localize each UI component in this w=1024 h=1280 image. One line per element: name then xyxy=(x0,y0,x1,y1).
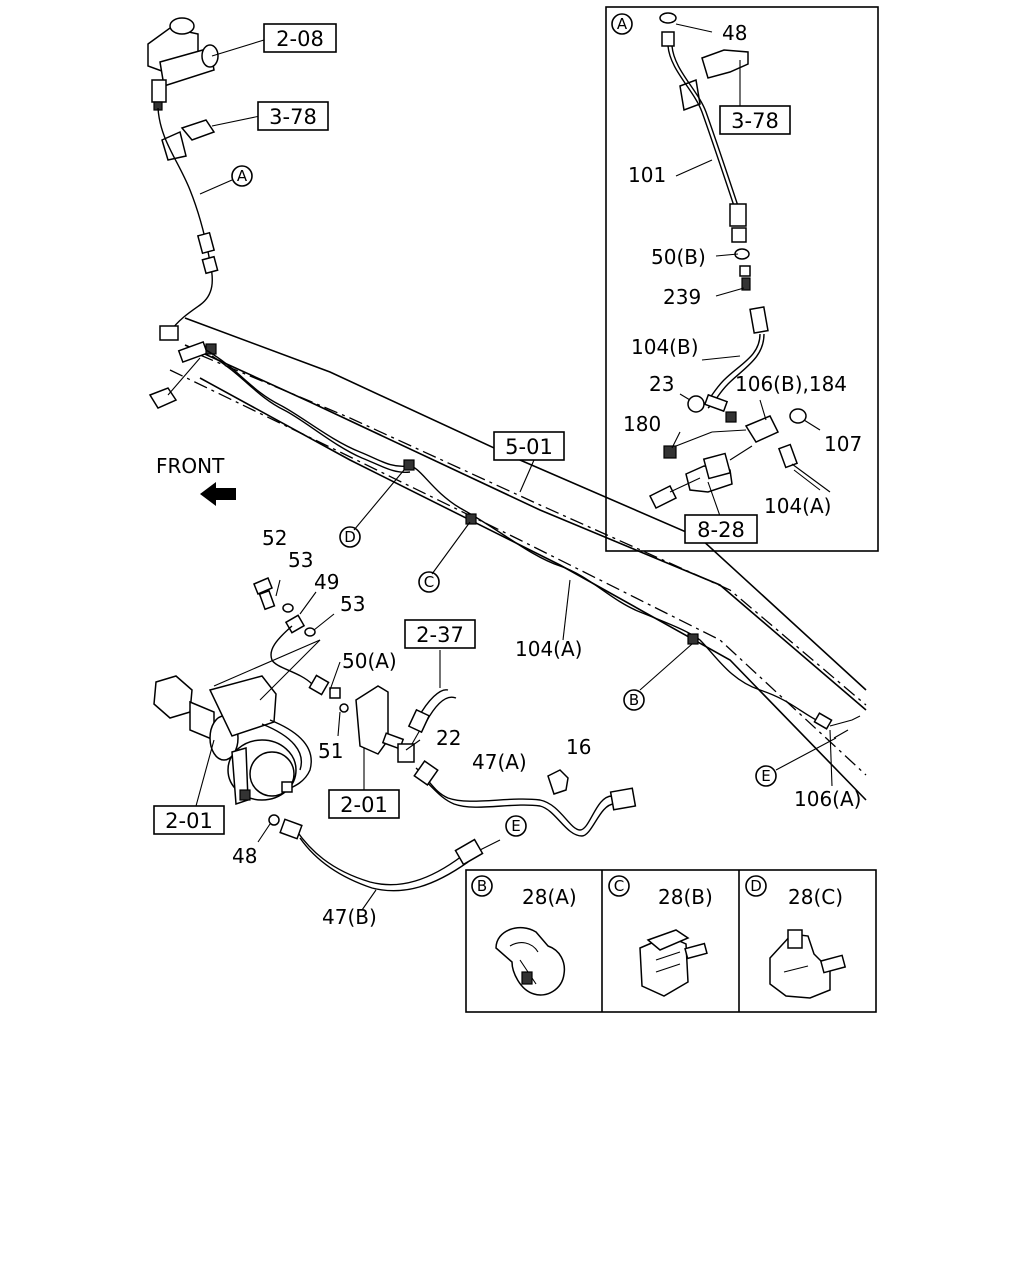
ref-box-8-28 xyxy=(684,514,758,544)
svg-text:B: B xyxy=(477,877,487,895)
pipe-47b xyxy=(295,829,463,886)
callout-a-inset: A xyxy=(611,13,633,35)
svg-text:E: E xyxy=(511,817,520,835)
clip-28c xyxy=(769,929,847,999)
inset-frame-a xyxy=(605,6,879,552)
clip-16 xyxy=(547,769,569,795)
ref-3-78-main: 3-78 xyxy=(269,105,317,129)
ref-2-01-mid: 2-01 xyxy=(340,793,388,817)
label-50a: 50(A) xyxy=(342,649,397,673)
label-52: 52 xyxy=(262,526,287,550)
label-28b: 28(B) xyxy=(658,885,713,909)
label-106a: 106(A) xyxy=(794,787,861,811)
callout-d-inset: D xyxy=(745,875,767,897)
ref-box-2-01-left xyxy=(153,805,225,835)
ref-box-2-08 xyxy=(263,23,337,53)
ref-box-2-37 xyxy=(404,619,476,649)
ref-5-01: 5-01 xyxy=(505,435,553,459)
label-239: 239 xyxy=(663,285,701,309)
callout-c-inset: C xyxy=(608,875,630,897)
clip-28b xyxy=(639,929,708,997)
label-28c: 28(C) xyxy=(788,885,843,909)
bracket-2-01 xyxy=(339,685,421,763)
label-47b: 47(B) xyxy=(322,905,377,929)
ref-box-3-78-main xyxy=(257,101,329,131)
ref-box-2-01-mid xyxy=(328,789,400,819)
svg-text:D: D xyxy=(750,877,762,895)
svg-text:E: E xyxy=(761,767,770,785)
callout-b-main: B xyxy=(623,689,645,711)
label-101: 101 xyxy=(628,163,666,187)
svg-text:A: A xyxy=(237,167,248,185)
ref-8-28: 8-28 xyxy=(697,518,745,542)
label-23: 23 xyxy=(649,372,674,396)
ref-3-78-inset: 3-78 xyxy=(731,109,779,133)
clutch-booster-unit xyxy=(153,675,312,806)
frame-connector xyxy=(148,325,217,409)
hose-2-37 xyxy=(407,689,457,734)
ref-box-3-78-inset xyxy=(719,105,791,135)
clutch-master-cylinder xyxy=(147,17,219,111)
label-53-lower: 53 xyxy=(340,592,365,616)
label-48-top: 48 xyxy=(722,21,747,45)
ref-2-08: 2-08 xyxy=(276,27,324,51)
svg-text:A: A xyxy=(617,15,628,33)
front-arrow-icon xyxy=(200,482,236,506)
label-107: 107 xyxy=(824,432,862,456)
pipe-end-106a xyxy=(813,712,861,739)
inset-a-assembly xyxy=(648,12,831,510)
callout-b-inset: B xyxy=(471,875,493,897)
label-50b: 50(B) xyxy=(651,245,706,269)
pipe-47a xyxy=(415,767,613,831)
pipe-49-assembly xyxy=(213,577,341,701)
pipe-master-to-frame xyxy=(157,107,213,333)
label-49: 49 xyxy=(314,570,339,594)
pipe-104a xyxy=(205,349,821,723)
clip-28a xyxy=(495,927,566,996)
ref-2-01-left: 2-01 xyxy=(165,809,213,833)
label-28a: 28(A) xyxy=(522,885,577,909)
label-53-top: 53 xyxy=(288,548,313,572)
label-104a-inset: 104(A) xyxy=(764,494,831,518)
ref-2-37: 2-37 xyxy=(416,623,464,647)
label-22: 22 xyxy=(436,726,461,750)
svg-text:D: D xyxy=(344,528,356,546)
label-104b: 104(B) xyxy=(631,335,699,359)
label-51: 51 xyxy=(318,739,343,763)
leader-lines xyxy=(195,23,837,911)
label-48-bottom: 48 xyxy=(232,844,257,868)
callout-c-main: C xyxy=(418,571,440,593)
reservoir-bracket xyxy=(161,119,216,161)
callout-a-main: A xyxy=(231,165,253,187)
svg-text:B: B xyxy=(629,691,639,709)
callout-e-main: E xyxy=(755,765,777,787)
callout-d-main: D xyxy=(339,526,361,548)
label-47a: 47(A) xyxy=(472,750,527,774)
svg-text:C: C xyxy=(614,877,624,895)
label-104a-main: 104(A) xyxy=(515,637,582,661)
label-106b-184: 106(B),184 xyxy=(735,372,847,396)
svg-text:C: C xyxy=(424,573,434,591)
front-label: FRONT xyxy=(156,454,225,478)
callout-e-lower: E xyxy=(505,815,527,837)
label-180: 180 xyxy=(623,412,661,436)
label-16: 16 xyxy=(566,735,591,759)
clip-inset-panel xyxy=(465,869,877,1013)
ref-box-5-01 xyxy=(493,431,565,461)
